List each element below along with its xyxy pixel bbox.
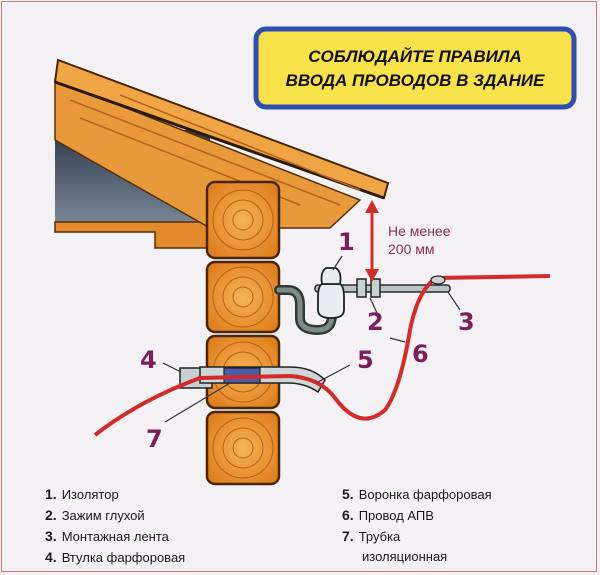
legend-right: 5.Воронка фарфоровая 6.Провод АПВ 7.Труб… [342,484,492,567]
title-line-1: СОБЛЮДАЙТЕ ПРАВИЛА [308,46,522,66]
title-line-2: ВВОДА ПРОВОДОВ В ЗДАНИЕ [286,71,546,90]
distance-label-1: Не менее [388,223,451,239]
callout-6: 6 [412,340,429,368]
legend-left: 1.Изолятор 2.Зажим глухой 3.Монтажная ле… [45,484,185,568]
title-box: СОБЛЮДАЙТЕ ПРАВИЛА ВВОДА ПРОВОДОВ В ЗДАН… [253,26,577,110]
legend-item: 1.Изолятор [45,486,119,502]
legend-item: 5.Воронка фарфоровая [342,486,492,502]
log [205,410,281,486]
callout-5: 5 [357,346,374,374]
apv-wire [93,274,551,437]
log [205,180,281,260]
roof [53,58,390,249]
log-wall [205,180,281,486]
insulator [317,267,345,319]
mounting-strip [314,284,451,293]
legend-item: 6.Провод АПВ [342,507,434,523]
leader-lines [162,255,461,423]
callout-2: 2 [367,308,384,336]
distance-arrow [365,200,379,282]
callout-7: 7 [146,425,163,453]
legend-item: 4.Втулка фарфоровая [45,549,186,565]
clamp [356,278,381,298]
callout-3: 3 [458,308,475,336]
legend-item: 7.Трубка [342,528,401,544]
callout-1: 1 [338,228,355,256]
legend-item: 2.Зажим глухой [45,507,145,523]
callout-4: 4 [140,346,157,374]
distance-label-2: 200 мм [388,241,435,257]
legend-item-continued: изоляционная [362,549,448,564]
legend-item: 3.Монтажная лента [45,528,169,544]
log [205,260,281,334]
